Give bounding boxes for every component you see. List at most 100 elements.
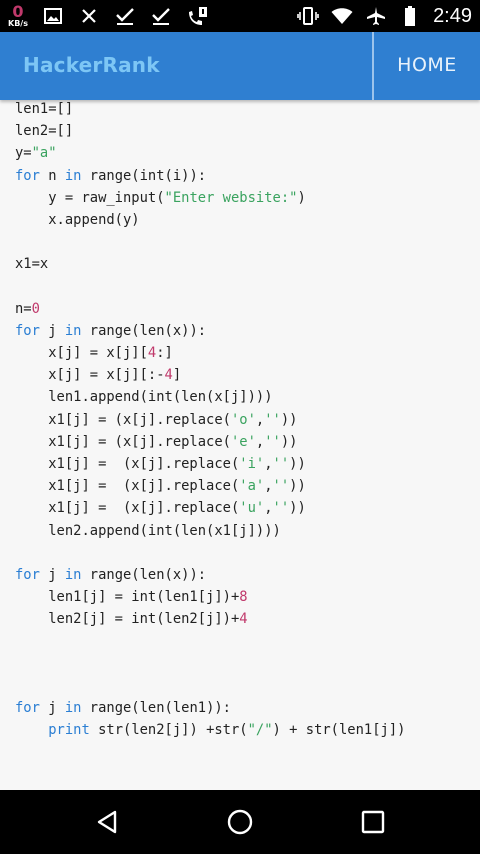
back-icon — [97, 810, 117, 834]
code-token: x1[j] = (x[j].replace( — [15, 411, 231, 428]
code-token: 'i' — [239, 456, 265, 472]
code-token: )) — [280, 433, 298, 450]
code-line: len2=[] — [15, 120, 405, 142]
code-line: x1[j] = (x[j].replace('i','')) — [15, 453, 405, 475]
code-token: range(len(x)): — [81, 566, 207, 583]
code-line — [15, 631, 405, 653]
net-speed-unit: KB/s — [8, 19, 28, 28]
code-token: j — [39, 322, 65, 339]
code-line: len1.append(int(len(x[j]))) — [15, 386, 405, 408]
code-line: print str(len2[j]) +str("/") + str(len1[… — [15, 719, 405, 741]
code-token: x1[j] = (x[j].replace( — [15, 456, 240, 472]
code-token: 0 — [31, 300, 40, 317]
code-token: 8 — [239, 589, 248, 606]
code-line: x1[j] = (x[j].replace('e','')) — [15, 431, 405, 453]
code-token: str(len2[j]) +str( — [89, 722, 248, 739]
status-bar-right: 2:49 — [297, 3, 472, 29]
code-token: len1=[] — [15, 101, 74, 117]
code-line: for n in range(int(i)): — [15, 165, 405, 187]
code-line: for j in range(len(len1)): — [15, 697, 405, 719]
code-token: '' — [264, 433, 281, 450]
code-token: '' — [264, 411, 281, 428]
code-token: for — [15, 566, 40, 583]
gallery-icon — [42, 5, 64, 27]
code-token: for — [15, 167, 40, 184]
code-line: len1[j] = int(len1[j])+8 — [15, 586, 405, 608]
code-token: "/" — [247, 722, 273, 739]
code-token: x1[j] = (x[j].replace( — [15, 500, 240, 517]
code-line: y = raw_input("Enter website:") — [15, 187, 405, 209]
code-token: , — [264, 478, 273, 495]
home-nav-button[interactable] — [220, 802, 260, 842]
home-button[interactable]: HOME — [397, 54, 457, 76]
code-line: len2[j] = int(len2[j])+4 — [15, 608, 405, 630]
code-token: 'u' — [239, 500, 265, 517]
code-token: )) — [289, 500, 306, 517]
code-token: , — [264, 456, 273, 472]
code-token: len1.append(int(len(x[j]))) — [15, 389, 273, 406]
app-bar: HackerRank HOME — [0, 32, 480, 100]
code-line: x[j] = x[j][:-4] — [15, 364, 405, 386]
code-token: :] — [156, 345, 173, 362]
code-token: 4 — [239, 611, 248, 628]
code-line — [15, 276, 405, 298]
airplane-icon — [365, 5, 387, 27]
navigation-bar — [0, 790, 480, 854]
code-token: in — [64, 700, 82, 717]
check-icon — [150, 5, 172, 27]
code-token: in — [64, 322, 82, 339]
close-icon — [78, 5, 100, 27]
code-token: )) — [289, 456, 306, 472]
code-token: , — [264, 500, 273, 517]
back-button[interactable] — [87, 802, 127, 842]
code-token: j — [39, 700, 65, 717]
code-block: len1=[] len2=[] y="a"for n in range(int(i)… — [15, 98, 405, 741]
code-token: len1[j] = int(len1[j])+ — [15, 589, 240, 606]
code-line: x1=x — [15, 253, 405, 275]
code-line — [15, 231, 405, 253]
code-line: x1[j] = (x[j].replace('u','')) — [15, 497, 405, 519]
code-token: range(len(len1)): — [81, 700, 231, 717]
missed-call-icon — [186, 5, 208, 27]
code-token: x1[j] = (x[j].replace( — [15, 478, 240, 495]
code-token: ] — [172, 367, 182, 384]
code-token: 4 — [147, 345, 157, 362]
code-token: x.append(y) — [15, 211, 140, 228]
battery-icon — [399, 5, 421, 27]
status-bar-left: 0 KB/s — [8, 3, 208, 29]
code-token: x1[j] = (x[j].replace( — [15, 433, 231, 450]
code-token: '' — [272, 478, 290, 495]
code-token: len2=[] — [15, 123, 74, 140]
code-token — [15, 722, 48, 738]
code-token: n= — [15, 300, 32, 317]
recents-button[interactable] — [353, 802, 393, 842]
code-token: range(len(x)): — [81, 322, 207, 339]
code-token: ) — [297, 189, 306, 206]
code-token: len2.append(int(len(x1[j]))) — [15, 522, 281, 539]
code-line: y="a" — [15, 142, 405, 164]
code-token: in — [64, 566, 82, 583]
wifi-icon — [331, 5, 353, 27]
code-token: x1=x — [15, 256, 49, 273]
code-token: ) + str(len1[j]) — [272, 722, 406, 739]
code-token: 'o' — [230, 411, 256, 428]
app-title[interactable]: HackerRank — [23, 53, 160, 77]
code-token: y = raw_input( — [15, 189, 165, 206]
code-line — [15, 675, 405, 697]
code-line: len2.append(int(len(x1[j]))) — [15, 520, 405, 542]
code-token: '' — [272, 456, 290, 472]
code-token: '' — [272, 500, 290, 517]
code-line: x1[j] = (x[j].replace('o','')) — [15, 409, 405, 431]
code-token: , — [255, 411, 265, 428]
code-line: x[j] = x[j][4:] — [15, 342, 405, 364]
code-line — [15, 653, 405, 675]
code-token: x[j] = x[j][:- — [15, 367, 165, 384]
status-time: 2:49 — [433, 4, 472, 27]
code-token: 4 — [164, 367, 173, 384]
check-icon — [114, 5, 136, 27]
code-token: 'a' — [239, 478, 265, 495]
code-token: )) — [289, 478, 306, 495]
net-speed-value: 0 — [12, 2, 24, 21]
code-token: in — [64, 167, 82, 184]
code-token: print — [48, 722, 90, 739]
